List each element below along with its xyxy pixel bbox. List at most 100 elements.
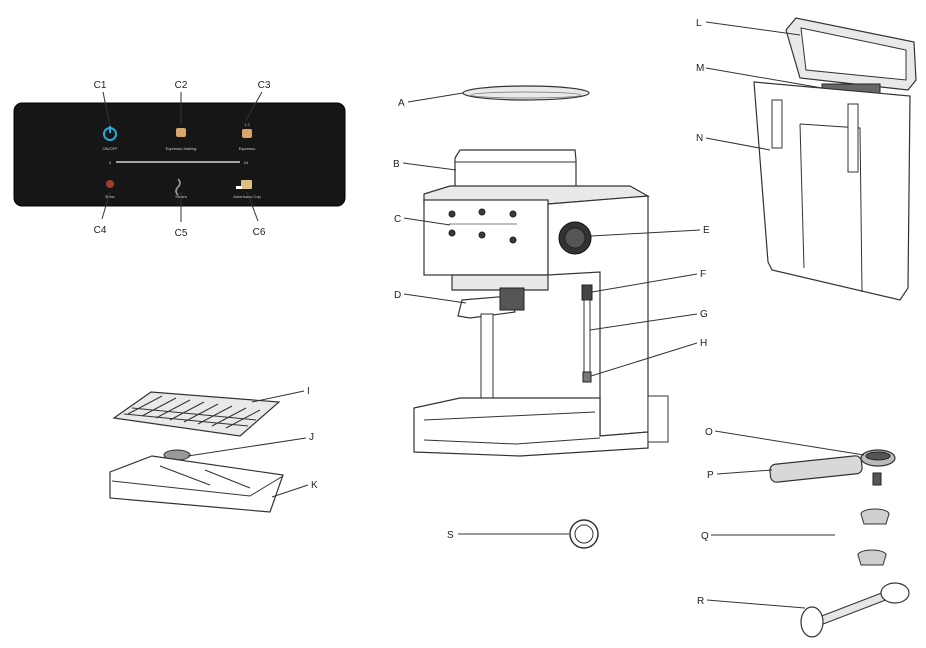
leader-a (407, 92, 464, 103)
caption-espresso: Espresso (239, 146, 256, 151)
label-s: S (447, 530, 454, 541)
part-d-spout (499, 287, 525, 311)
label-n: N (696, 133, 703, 144)
part-k-dividers (159, 465, 251, 489)
part-l-lid-window (800, 27, 907, 81)
label-e: E (703, 225, 710, 236)
part-p-handle (769, 455, 863, 483)
group-head (451, 274, 549, 291)
part-r-shaft-fill (808, 592, 889, 628)
leader-c1 (102, 91, 111, 127)
drip-tray-edge (423, 411, 596, 421)
leader-n (705, 137, 771, 151)
label-f: F (700, 269, 706, 280)
drip-tray-lip (423, 437, 601, 445)
part-g-steam-wand (583, 299, 591, 383)
label-i: I (307, 386, 310, 397)
front-button-4 (448, 229, 456, 237)
leader-b (402, 162, 457, 171)
americano-icon (241, 180, 252, 189)
machine-column (480, 313, 494, 405)
leader-d (403, 293, 467, 304)
leader-r (706, 599, 806, 609)
label-l: L (696, 18, 702, 29)
callout-c5: C5 (175, 228, 188, 239)
control-panel-inset: C1 C2 C3 ON/OFF Espresso Making 1 2 Espr… (13, 80, 346, 239)
label-d: D (394, 290, 401, 301)
label-g: G (700, 309, 708, 320)
part-a-lid-inner (470, 91, 582, 99)
label-b: B (393, 159, 400, 170)
part-o-spout (872, 472, 882, 486)
label-j: J (309, 432, 314, 443)
leader-g (589, 313, 698, 331)
espresso-machine: A B C E D (393, 85, 710, 457)
label-m: M (696, 63, 704, 74)
part-k-tray (109, 455, 284, 513)
label-h: H (700, 338, 707, 349)
leader-c3 (245, 91, 263, 121)
part-e-knob-cap (564, 227, 586, 249)
leader-m (705, 67, 823, 89)
part-o-basket-top (865, 451, 891, 461)
part-s-gasket (569, 519, 599, 549)
espresso-making-icon (176, 128, 186, 137)
leader-i (251, 390, 305, 403)
callout-c4: C4 (94, 225, 107, 236)
label-c: C (394, 214, 401, 225)
scale-max: 24 (244, 160, 249, 165)
scale-min: 0 (109, 160, 112, 165)
steam-icon (175, 178, 181, 196)
front-button-5 (478, 231, 486, 239)
part-n-tank-inner (799, 123, 863, 293)
leader-h (590, 342, 698, 377)
accessories: O P Q R S (447, 427, 910, 638)
leader-c6 (246, 191, 259, 222)
water-tank-parts: L M N (696, 17, 917, 301)
part-r-scoop (880, 582, 910, 604)
front-button-6 (509, 236, 517, 244)
label-a: A (398, 98, 405, 109)
leader-j (187, 437, 307, 457)
part-f-steam-valve (581, 284, 593, 301)
caption-onoff: ON/OFF (102, 146, 118, 151)
caption-brew: Brew (105, 194, 114, 199)
part-q-basket-2 (857, 554, 887, 566)
machine-back-foot (647, 395, 669, 443)
leader-p (716, 469, 773, 475)
part-n-tank-rib-left (771, 99, 783, 149)
label-r: R (697, 596, 704, 607)
leader-c4 (101, 191, 111, 220)
americano-icon-saucer (236, 186, 242, 189)
front-button-2 (478, 208, 486, 216)
leader-l (705, 21, 801, 36)
front-button-1 (448, 210, 456, 218)
label-q: Q (701, 531, 709, 542)
leader-o (714, 430, 865, 456)
espresso-icon (242, 129, 252, 138)
part-h-wand-tip (582, 371, 592, 383)
callout-c6: C6 (253, 227, 266, 238)
leader-k (271, 484, 309, 498)
caption-espresso-making: Espresso Making (166, 146, 197, 151)
callout-c1: C1 (94, 80, 107, 91)
part-k-rim (111, 475, 284, 497)
callout-c3: C3 (258, 80, 271, 91)
drip-tray-parts: I J K (109, 386, 318, 513)
leader-e (590, 229, 701, 237)
cup-marks: 1 2 (244, 122, 250, 127)
part-c-front-panel (423, 199, 549, 276)
part-n-tank (753, 81, 911, 301)
label-p: P (707, 470, 714, 481)
part-s-gasket-inner (574, 524, 594, 544)
part-r-tamper (800, 606, 824, 638)
callout-c2: C2 (175, 80, 188, 91)
control-panel (13, 102, 346, 207)
brew-icon (106, 180, 114, 188)
leader-c (403, 217, 451, 226)
caption-americano: Americano Cup (233, 194, 261, 199)
front-button-3 (509, 210, 517, 218)
part-i-grille-bars (123, 395, 261, 429)
leader-f (591, 273, 698, 293)
